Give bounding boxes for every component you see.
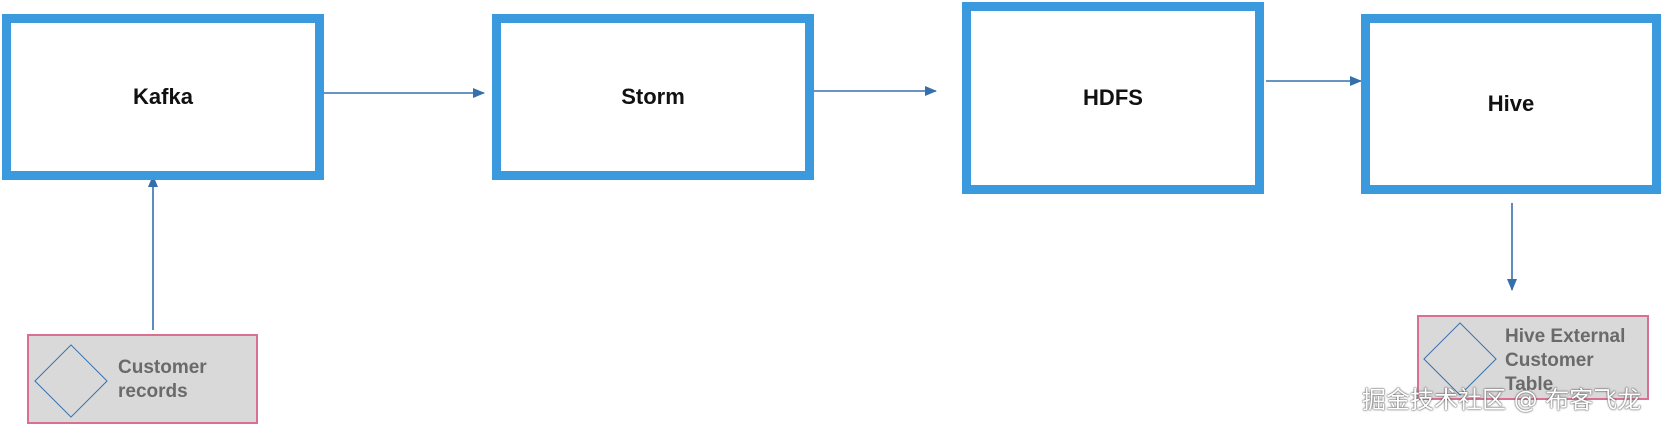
storm-node: Storm — [492, 14, 814, 180]
data-source-diamond-icon — [34, 344, 108, 418]
storm-label: Storm — [621, 84, 685, 109]
customer-records-label: Customer records — [118, 357, 207, 402]
kafka-node: Kafka — [2, 14, 324, 180]
watermark: 掘金技术社区 @ 布客飞龙 — [1362, 386, 1642, 414]
hive-label: Hive — [1487, 91, 1535, 116]
hive-node: Hive — [1361, 14, 1661, 194]
hdfs-node: HDFS — [962, 2, 1264, 194]
hive-external-table-node: Hive External Customer Table — [1417, 315, 1649, 400]
hdfs-label: HDFS — [1083, 85, 1143, 110]
customer-records-node: Customer records — [27, 334, 258, 424]
hive-external-table-label: Hive External Customer Table — [1505, 326, 1626, 395]
kafka-label: Kafka — [133, 84, 193, 109]
